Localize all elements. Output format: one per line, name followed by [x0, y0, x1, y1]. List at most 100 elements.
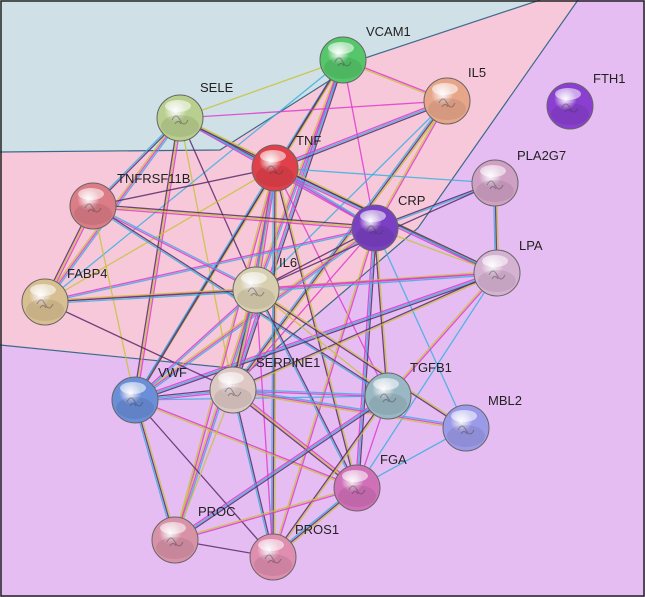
edge-tnf-tgfb1 [274, 167, 389, 397]
edge-vwf-proc [132, 399, 178, 541]
node-shade [428, 98, 466, 120]
node-label: FTH1 [593, 71, 626, 86]
edge-il6-tgfb1 [255, 289, 389, 397]
protein-structure-icon [36, 299, 54, 309]
edge-tnf-vwf [133, 167, 277, 401]
edge-tnf-proc [173, 167, 277, 541]
node-fth1[interactable]: FTH1 [546, 71, 626, 130]
protein-structure-icon [166, 537, 184, 547]
node-label: VCAM1 [366, 24, 411, 39]
node-highlight [342, 470, 368, 482]
edge-sele-vwf [132, 117, 183, 401]
node-shade [161, 115, 199, 137]
node-shade [256, 165, 294, 187]
edge-tnfrsf11b-il6 [92, 204, 257, 292]
node-fga[interactable]: FGA [333, 452, 407, 512]
edge-il5-il6 [255, 100, 448, 291]
edge-il5-tnf [274, 98, 448, 171]
node-highlight [30, 284, 56, 296]
node-crp[interactable]: CRP [351, 193, 425, 252]
node-highlight [241, 272, 267, 284]
protein-structure-icon [366, 225, 384, 235]
edge-serpine1-mbl2 [232, 387, 467, 431]
protein-structure-icon [224, 387, 242, 397]
node-shade [356, 225, 394, 247]
region-blue [0, 0, 540, 152]
node-label: TNF [296, 133, 321, 148]
node-shade [237, 287, 275, 309]
protein-structure-icon [348, 485, 366, 495]
node-highlight [160, 522, 186, 534]
protein-structure-icon [84, 203, 102, 213]
edge-tnf-tnfrsf11b [92, 167, 276, 207]
edge-vcam1-sele [179, 59, 344, 119]
node-highlight [451, 410, 477, 422]
node-label: SERPINE1 [256, 355, 320, 370]
protein-structure-icon [126, 397, 144, 407]
node-sele[interactable]: SELE [156, 80, 234, 142]
edge-tgfb1-pros1 [271, 395, 390, 558]
node-vwf[interactable]: VWF [111, 365, 187, 424]
node-shade [476, 180, 514, 202]
node-shade [551, 103, 589, 125]
node-proc[interactable]: PROC [151, 504, 236, 564]
node-shade [254, 554, 292, 576]
node-label: VWF [158, 365, 187, 380]
node-lpa[interactable]: LPA [473, 238, 543, 297]
node-label: FABP4 [67, 266, 107, 281]
node-il6[interactable]: IL6 [232, 255, 297, 314]
node-highlight [555, 88, 581, 100]
edge-tnf-pla2g7 [274, 167, 496, 184]
node-pros1[interactable]: PROS1 [249, 522, 339, 581]
edge-crp-fga [354, 227, 378, 489]
node-shade [338, 485, 376, 507]
node-label: CRP [398, 193, 425, 208]
node-pla2g7[interactable]: PLA2G7 [471, 148, 566, 207]
edge-il6-proc [172, 289, 259, 541]
node-tgfb1[interactable]: TGFB1 [364, 360, 452, 420]
edge-crp-serpine1 [232, 227, 376, 391]
node-mbl2[interactable]: MBL2 [442, 393, 522, 452]
node-shade [116, 397, 154, 419]
protein-structure-icon [171, 115, 189, 125]
node-label: IL5 [468, 65, 486, 80]
protein-structure-icon [561, 103, 579, 113]
edge-tgfb1-proc [173, 394, 390, 542]
edge-il6-fga [254, 289, 359, 489]
node-highlight [480, 165, 506, 177]
node-il5[interactable]: IL5 [423, 65, 486, 125]
edge-lpa-tgfb1 [386, 272, 499, 397]
edge-il5-serpine1 [231, 99, 449, 392]
node-highlight [373, 378, 399, 390]
edge-vcam1-fabp4 [44, 59, 344, 303]
node-shade [74, 203, 112, 225]
node-highlight [432, 83, 458, 95]
edge-vwf-tgfb1 [134, 395, 389, 401]
node-shade [369, 393, 407, 415]
node-tnfrsf11b[interactable]: TNFRSF11B [69, 171, 190, 230]
node-label: SELE [200, 80, 234, 95]
node-label: FGA [380, 452, 407, 467]
node-highlight [258, 539, 284, 551]
node-fabp4[interactable]: FABP4 [21, 266, 107, 326]
node-tnf[interactable]: TNF [251, 133, 321, 192]
node-shade [214, 387, 252, 409]
node-label: LPA [519, 238, 543, 253]
node-shade [447, 425, 485, 447]
edge-crp-mbl2 [374, 227, 467, 429]
edge-serpine1-tgfb1 [232, 388, 389, 398]
node-highlight [360, 210, 386, 222]
protein-structure-icon [334, 57, 352, 67]
node-vcam1[interactable]: VCAM1 [319, 24, 411, 84]
edge-sele-serpine1 [179, 117, 234, 391]
edge-vwf-pros1 [134, 399, 274, 558]
protein-structure-icon [379, 393, 397, 403]
edge-lpa-serpine1 [232, 271, 498, 392]
node-highlight [260, 150, 286, 162]
node-serpine1[interactable]: SERPINE1 [209, 355, 320, 414]
protein-structure-icon [488, 270, 506, 280]
node-shade [324, 57, 362, 79]
